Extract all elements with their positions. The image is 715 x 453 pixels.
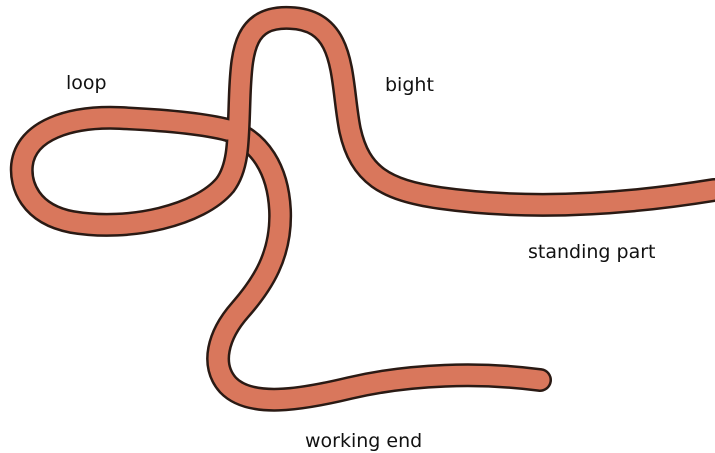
rope-upper-segment <box>22 18 714 225</box>
label-working-end: working end <box>305 432 422 451</box>
label-standing-part: standing part <box>528 243 655 262</box>
label-bight: bight <box>385 76 434 95</box>
rope-upper-fill <box>22 18 714 225</box>
label-loop: loop <box>66 74 107 93</box>
